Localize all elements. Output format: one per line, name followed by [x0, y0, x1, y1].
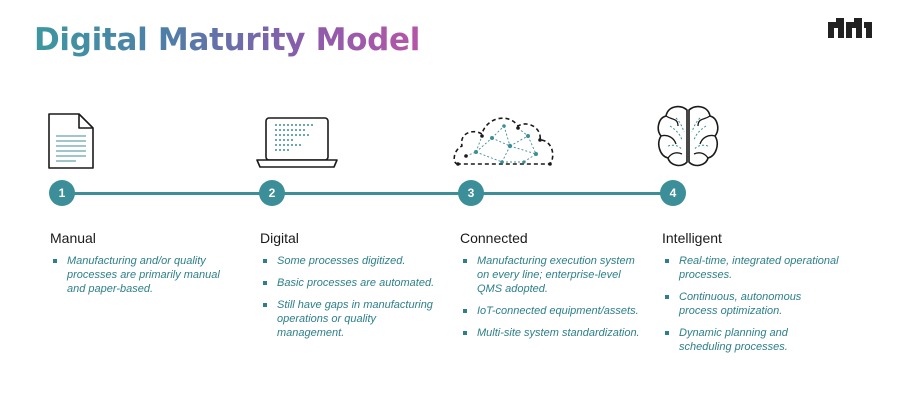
stage-3-bullet-3: Multi-site system standardization. — [460, 326, 644, 340]
stage-3-bullet-1: Manufacturing execution system on every … — [460, 254, 644, 296]
stage-4-title: Intelligent — [662, 230, 722, 246]
stage-2-bullet-2: Basic processes are automated. — [260, 276, 440, 290]
timeline-line — [62, 192, 674, 195]
stage-2-title: Digital — [260, 230, 299, 246]
stage-3-bullet-2: IoT-connected equipment/assets. — [460, 304, 644, 318]
stage-4-bullet-1: Real-time, integrated operational proces… — [662, 254, 842, 282]
cloud-network-icon — [453, 117, 554, 166]
step-3-circle: 3 — [458, 180, 484, 206]
laptop-icon — [256, 117, 338, 168]
step-2-circle: 2 — [259, 180, 285, 206]
step-4-circle: 4 — [660, 180, 686, 206]
page-title: Digital Maturity Model — [34, 22, 421, 58]
stage-2-bullet-3: Still have gaps in manufacturing operati… — [260, 298, 440, 340]
stage-1-bullets: Manufacturing and/or quality processes a… — [50, 254, 236, 304]
brain-icon — [657, 105, 719, 167]
stage-1-title: Manual — [50, 230, 96, 246]
document-icon — [48, 113, 94, 169]
stage-2-bullet-1: Some processes digitized. — [260, 254, 440, 268]
stage-1-bullet-1: Manufacturing and/or quality processes a… — [50, 254, 236, 296]
stage-4-bullet-3: Dynamic planning and scheduling processe… — [662, 326, 842, 354]
step-1-circle: 1 — [49, 180, 75, 206]
stage-3-bullets: Manufacturing execution system on every … — [460, 254, 644, 348]
stage-3-title: Connected — [460, 230, 528, 246]
stage-4-bullet-2: Continuous, autonomous process optimizat… — [662, 290, 842, 318]
brand-logo-icon — [828, 18, 872, 38]
stage-2-bullets: Some processes digitized. Basic processe… — [260, 254, 440, 348]
stage-4-bullets: Real-time, integrated operational proces… — [662, 254, 842, 362]
